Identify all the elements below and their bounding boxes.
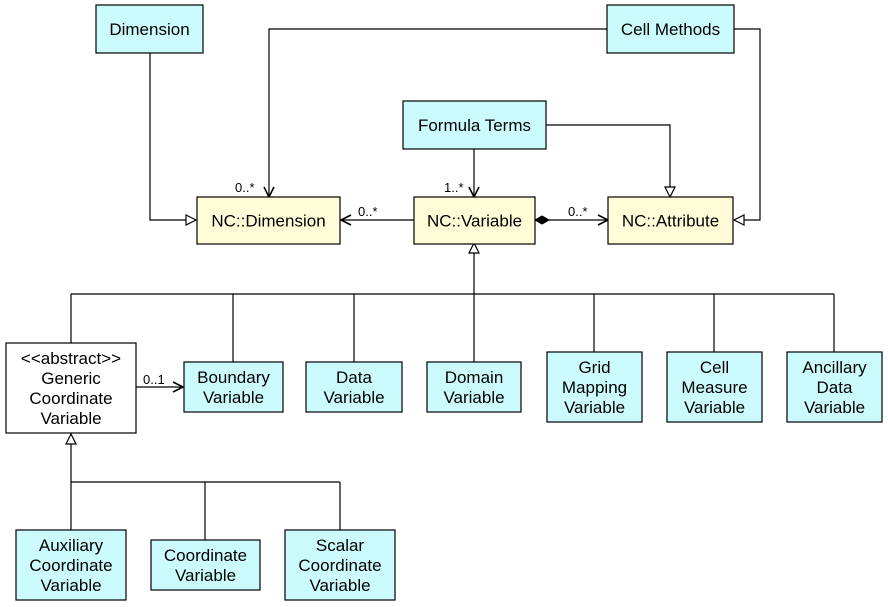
class-label-line: Formula Terms — [418, 116, 531, 135]
class-label-line: Cell — [700, 358, 729, 377]
class-label-line: Variable — [323, 388, 384, 407]
class-label-line: Variable — [564, 398, 625, 417]
multiplicity-nc-variable-nc-attribute: 0..* — [568, 204, 588, 219]
class-label-line: Cell Methods — [621, 20, 720, 39]
class-label-line: Domain — [445, 368, 504, 387]
class-label-line: Variable — [40, 409, 101, 428]
class-label-line: Coordinate — [29, 556, 112, 575]
class-label-line: NC::Attribute — [622, 212, 719, 231]
class-label-line: Boundary — [197, 368, 270, 387]
class-label-line: Variable — [684, 398, 745, 417]
class-label-line: Generic — [41, 369, 101, 388]
dimension-to-nc-dimension-connector — [149, 53, 196, 220]
class-label-line: Variable — [175, 566, 236, 585]
dimension-class: Dimension — [95, 4, 204, 54]
class-label-line: Ancillary — [802, 358, 867, 377]
class-label-line: Variable — [40, 576, 101, 595]
class-label-line: Coordinate — [298, 556, 381, 575]
formula-terms-to-nc-attribute-connector — [546, 124, 670, 197]
formula-terms-class: Formula Terms — [402, 100, 547, 150]
multiplicity-formula-terms-nc-variable: 1..* — [444, 180, 464, 195]
cell-methods-to-nc-dimension-connector — [269, 28, 607, 197]
class-label-line: Variable — [203, 388, 264, 407]
multiplicity-nc-variable-nc-dimension: 0..* — [358, 204, 378, 219]
class-label-line: <<abstract>> — [21, 349, 121, 368]
cell-methods-class: Cell Methods — [606, 4, 735, 54]
multiplicity-generic-boundary: 0..1 — [143, 372, 165, 387]
class-label-line: Mapping — [562, 378, 627, 397]
nc-variable-class: NC::Variable — [413, 196, 536, 245]
nc-dimension-class: NC::Dimension — [196, 196, 341, 245]
cell-methods-to-nc-attribute-connector — [734, 28, 761, 220]
class-label-line: Data — [817, 378, 853, 397]
class-label-line: Coordinate — [29, 389, 112, 408]
class-label-line: Auxiliary — [39, 536, 104, 555]
class-label-line: NC::Dimension — [211, 212, 325, 231]
class-label-line: NC::Variable — [427, 212, 522, 231]
class-label-line: Coordinate — [164, 546, 247, 565]
class-label-line: Dimension — [109, 20, 189, 39]
class-label-line: Variable — [309, 576, 370, 595]
multiplicity-labels: 0..* 1..* 0..* 0..* 0..1 — [143, 180, 588, 387]
class-label-line: Data — [336, 368, 372, 387]
class-label-line: Variable — [443, 388, 504, 407]
connectors — [71, 28, 835, 540]
class-label-line: Measure — [681, 378, 747, 397]
class-label-line: Scalar — [316, 536, 365, 555]
multiplicity-cell-methods-nc-dimension: 0..* — [235, 180, 255, 195]
class-label-line: Variable — [804, 398, 865, 417]
nc-attribute-class: NC::Attribute — [607, 196, 734, 245]
class-label-line: Grid — [578, 358, 610, 377]
